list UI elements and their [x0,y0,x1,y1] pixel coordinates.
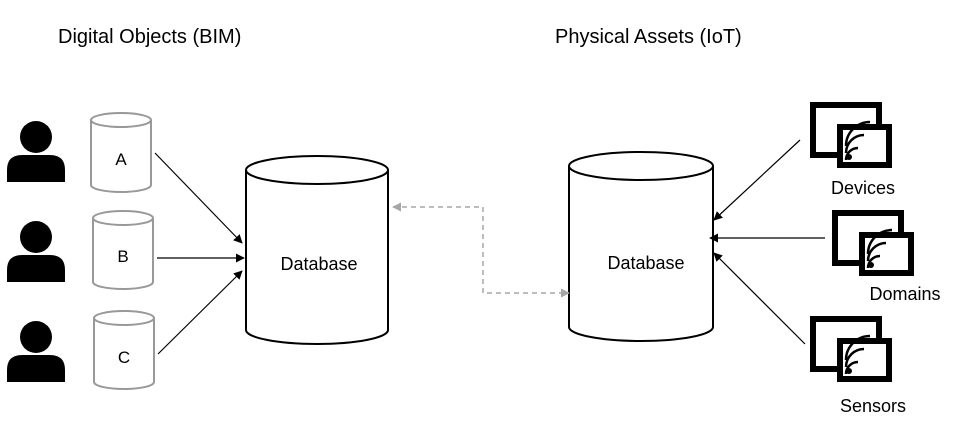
person-icon [7,121,65,182]
domains-label: Domains [869,284,941,304]
source-cylinder-a [90,112,152,193]
source-label-b: B [117,247,129,266]
arrow-sensors-to-database [713,252,806,345]
iot-device-icon [810,316,892,382]
person-icon [7,221,65,282]
source-cylinder-b [92,210,154,290]
person-icon [7,321,65,382]
iot-section-title: Physical Assets (IoT) [555,26,742,48]
source-label-c: C [117,348,131,367]
iot-database-cylinder [568,151,714,342]
bim-section-title: Digital Objects (BIM) [58,26,242,48]
arrow-devices-to-database [713,139,801,221]
arrow-a-to-database [154,152,243,244]
iot-database-label: Database [607,253,685,273]
source-label-a: A [115,150,127,169]
bim-database-cylinder [245,155,389,345]
bim-database-label: Database [280,254,358,274]
source-cylinder-c [93,310,155,390]
sync-connector [392,202,570,298]
arrow-c-to-database [157,270,243,355]
iot-device-icon [832,210,914,276]
sensors-label: Sensors [839,396,907,416]
devices-label: Devices [830,178,896,198]
iot-device-icon [810,102,892,168]
